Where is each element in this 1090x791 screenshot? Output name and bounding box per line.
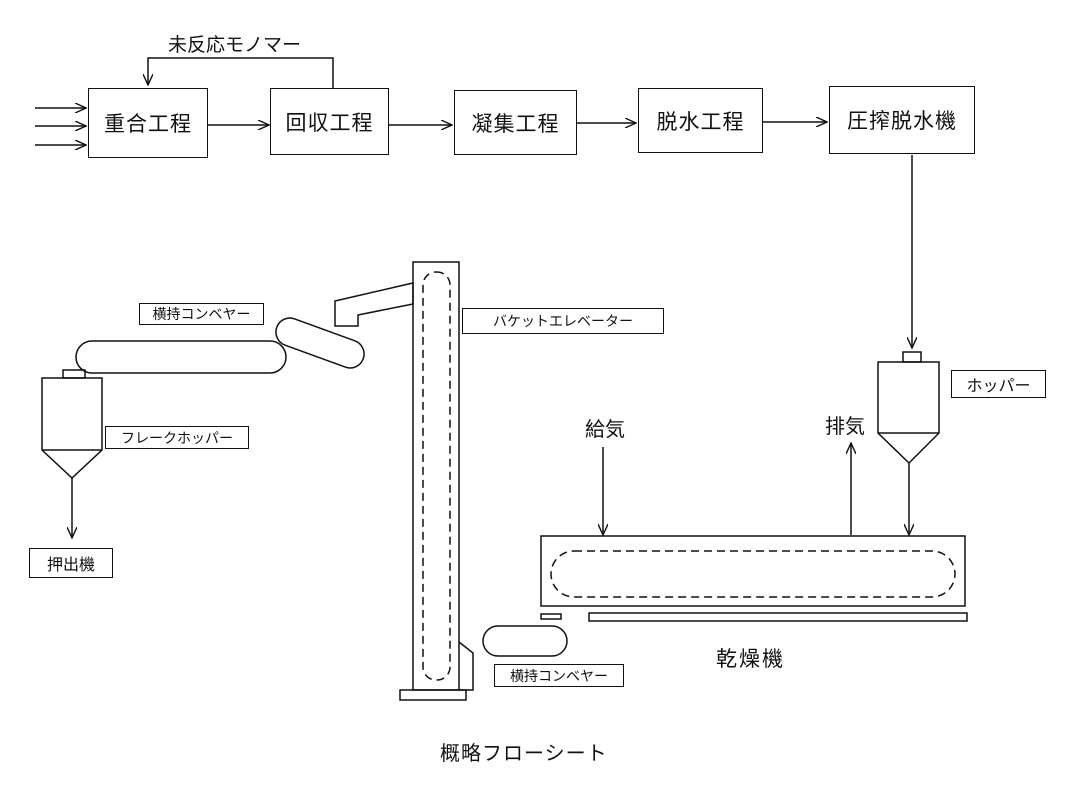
coagulation-label: 凝集工程 bbox=[471, 111, 560, 136]
hopper-right bbox=[877, 351, 940, 465]
coagulation-box: 凝集工程 bbox=[454, 90, 577, 155]
polymerization-box: 重合工程 bbox=[88, 88, 208, 158]
conveyor-top-label: 横持コンベヤー bbox=[139, 303, 264, 325]
exhaust-label: 排気 bbox=[825, 414, 865, 438]
recycle-arrow bbox=[148, 57, 334, 88]
conveyor-bottom-body bbox=[482, 625, 568, 657]
bucket-elevator-body bbox=[334, 261, 474, 701]
dryer-label: 乾燥機 bbox=[716, 647, 785, 671]
air-supply-label: 給気 bbox=[585, 417, 625, 441]
conveyor-top-body bbox=[75, 317, 365, 374]
squeeze-dewaterer-label: 圧搾脱水機 bbox=[847, 109, 957, 133]
dewatering-label: 脱水工程 bbox=[656, 109, 745, 134]
recycle-label: 未反応モノマー bbox=[168, 34, 302, 56]
dewatering-box: 脱水工程 bbox=[638, 88, 763, 153]
extruder-label: 押出機 bbox=[29, 548, 113, 578]
recovery-label: 回収工程 bbox=[285, 110, 374, 135]
caption: 概略フローシート bbox=[440, 741, 608, 765]
flake-hopper-label: フレークホッパー bbox=[105, 426, 249, 449]
polymerization-label: 重合工程 bbox=[104, 112, 192, 136]
conveyor-bottom-label: 横持コンベヤー bbox=[494, 664, 624, 687]
recovery-box: 回収工程 bbox=[270, 88, 389, 155]
hopper-label: ホッパー bbox=[951, 370, 1046, 398]
squeeze-dewaterer-box: 圧搾脱水機 bbox=[829, 86, 975, 154]
dryer-body bbox=[540, 535, 968, 622]
flake-hopper-body bbox=[41, 369, 103, 480]
bucket-elevator-label: バケットエレベーター bbox=[462, 308, 664, 334]
